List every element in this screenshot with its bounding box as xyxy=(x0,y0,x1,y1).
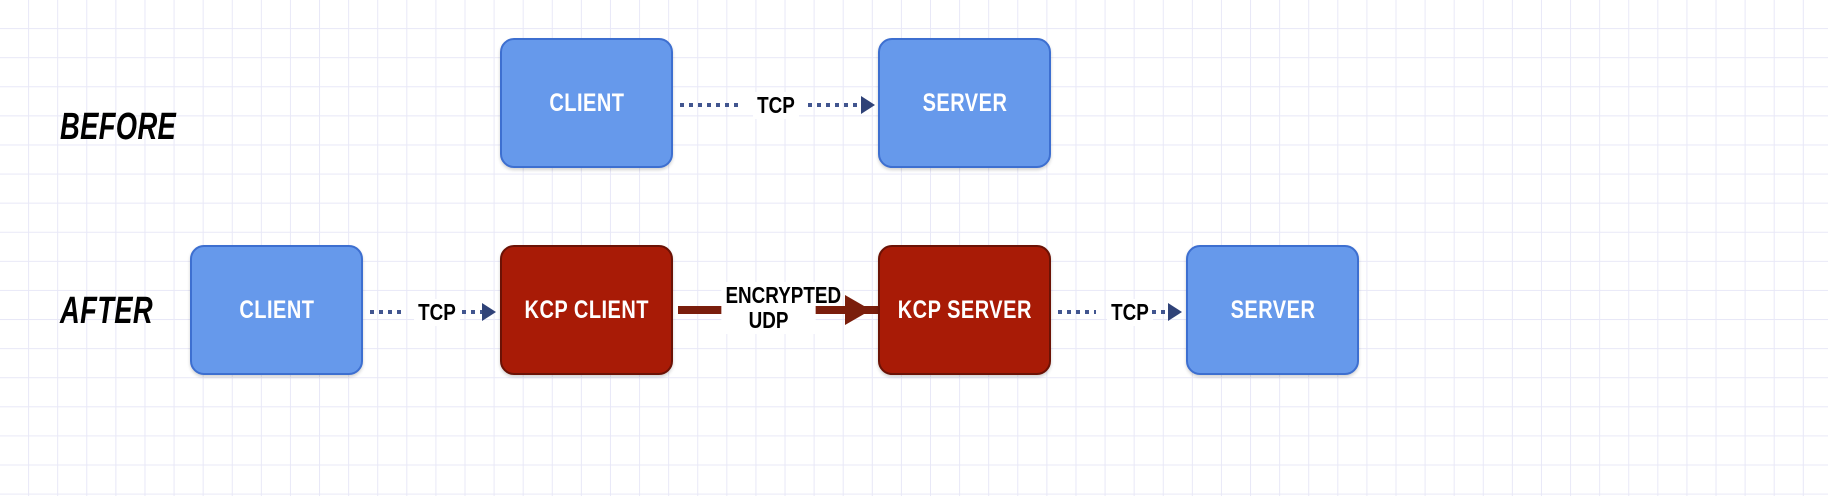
connector-after-tcp-left-line-right xyxy=(462,310,484,314)
node-after-kcp-client-label: KCP CLIENT xyxy=(524,295,649,324)
node-before-client-label: CLIENT xyxy=(548,88,625,117)
connector-after-udp-arrowhead-icon xyxy=(845,295,871,325)
node-after-client-label: CLIENT xyxy=(238,295,315,324)
connector-after-tcp-left-arrowhead-icon xyxy=(482,303,496,321)
connector-after-tcp-left-label: TCP xyxy=(414,299,460,326)
node-before-client[interactable]: CLIENT xyxy=(500,38,673,168)
connector-after-tcp-right-line-right xyxy=(1152,310,1170,314)
node-after-server[interactable]: SERVER xyxy=(1186,245,1359,375)
node-after-kcp-server-label: KCP SERVER xyxy=(897,295,1032,324)
node-before-server-label: SERVER xyxy=(922,88,1007,117)
row-label-after: AFTER xyxy=(60,290,153,332)
node-before-server[interactable]: SERVER xyxy=(878,38,1051,168)
node-after-kcp-client[interactable]: KCP CLIENT xyxy=(500,245,673,375)
node-after-kcp-server[interactable]: KCP SERVER xyxy=(878,245,1051,375)
connector-after-udp-label-line2: UDP xyxy=(748,306,789,333)
connector-before-tcp-label: TCP xyxy=(753,92,799,119)
node-after-client[interactable]: CLIENT xyxy=(190,245,363,375)
connector-before-tcp-arrowhead-icon xyxy=(861,96,875,114)
connector-before-tcp-line-left xyxy=(680,103,742,107)
connector-after-tcp-left-line-left xyxy=(370,310,403,314)
connector-after-tcp-right-arrowhead-icon xyxy=(1168,303,1182,321)
node-after-server-label: SERVER xyxy=(1230,295,1315,324)
connector-after-tcp-right-label: TCP xyxy=(1107,299,1153,326)
connector-after-udp-label: ENCRYPTED UDP xyxy=(721,282,842,334)
row-label-before: BEFORE xyxy=(60,106,177,148)
connector-after-udp-label-line1: ENCRYPTED xyxy=(725,282,842,308)
connector-after-tcp-right-line-left xyxy=(1058,310,1096,314)
connector-before-tcp-line-right xyxy=(808,103,863,107)
